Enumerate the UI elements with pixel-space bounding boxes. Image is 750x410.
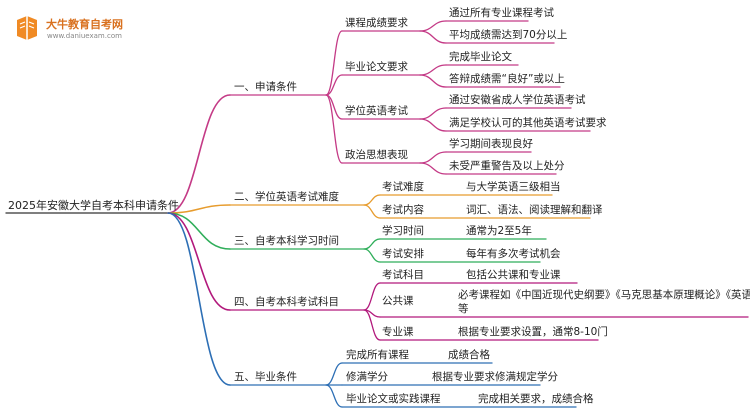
b4-sub-3: 专业课 [382, 326, 414, 338]
b1-sub-3-leaf-1: 通过安徽省成人学位英语考试 [449, 94, 586, 106]
b1-sub-1-leaf-2: 平均成绩需达到70分以上 [449, 29, 568, 41]
b1-sub-2-leaf-1-connector [419, 64, 447, 76]
b1-sub-3-leaf-1-connector [419, 107, 447, 120]
b4-sub-1-connector [363, 282, 381, 311]
b5-sub-3: 毕业论文或实践课程 [346, 393, 441, 405]
b3-sub-1: 学习时间 [382, 225, 424, 237]
b5-sub-3-connector [325, 384, 343, 408]
branch-4-connector [167, 212, 231, 311]
b2-sub-2-value: 词汇、语法、阅读理解和翻译 [466, 204, 603, 216]
b1-sub-4-leaf-2: 未受严重警告及以上处分 [449, 160, 565, 172]
b4-sub-2-value: 必考课程如《中国近现代史纲要》《马克思基本原理概论》《英语二》 [458, 289, 750, 301]
b3-sub-2: 考试安排 [382, 248, 424, 260]
b1-sub-4-leaf-1-connector [419, 151, 447, 164]
b4-sub-1-value: 包括公共课和专业课 [466, 269, 561, 281]
branch-4-label: 四、自考本科考试科目 [234, 296, 339, 308]
b4-sub-3-connector [363, 309, 381, 341]
b4-sub-3-value: 根据专业要求设置，通常8-10门 [458, 326, 608, 338]
branch-1-label: 一、申请条件 [234, 81, 297, 93]
brand-logo: 大牛教育自考网 www.daniuexam.com [6, 12, 156, 46]
b1-sub-1-leaf-2-connector [419, 30, 447, 44]
b1-sub-2-leaf-2: 答辩成绩需“良好”或以上 [449, 73, 565, 85]
b2-sub-2-connector [363, 204, 381, 219]
branch-3-label: 三、自考本科学习时间 [234, 235, 339, 247]
b1-sub-3-leaf-2: 满足学校认可的其他英语考试要求 [449, 117, 607, 129]
b2-sub-1: 考试难度 [382, 181, 424, 193]
b4-sub-2-value-cont: 等 [458, 303, 469, 315]
branch-2-connector [167, 204, 231, 214]
b3-sub-1-value: 通常为2至5年 [466, 225, 532, 237]
brand-name: 大牛教育自考网 [46, 18, 123, 31]
b1-sub-3-leaf-2-connector [419, 118, 447, 132]
branch-5-label: 五、毕业条件 [234, 371, 297, 383]
b1-sub-1: 课程成绩要求 [345, 17, 408, 29]
b5-sub-2-value: 根据专业要求修满规定学分 [432, 371, 558, 383]
b4-sub-1: 考试科目 [382, 269, 424, 281]
b1-sub-4-connector [325, 94, 343, 164]
branch-3-connector [167, 212, 231, 250]
b2-sub-1-value: 与大学英语三级相当 [466, 181, 561, 193]
b1-sub-3: 学位英语考试 [345, 105, 408, 117]
b1-sub-2: 毕业论文要求 [345, 61, 408, 73]
b4-sub-2: 公共课 [382, 295, 414, 307]
b1-sub-2-connector [325, 74, 343, 96]
b1-sub-2-leaf-1: 完成毕业论文 [449, 51, 512, 63]
b3-sub-1-connector [363, 238, 381, 250]
root-node: 2025年安徽大学自考本科申请条件 [8, 199, 179, 212]
brand-url: www.daniuexam.com [47, 32, 122, 40]
b5-sub-2: 修满学分 [346, 371, 388, 383]
b5-sub-1-value: 成绩合格 [448, 349, 490, 361]
b2-sub-2: 考试内容 [382, 204, 424, 216]
b1-sub-4-leaf-1: 学习期间表现良好 [449, 138, 533, 150]
b1-sub-4: 政治思想表现 [345, 149, 408, 161]
branch-5-connector [167, 212, 231, 386]
b5-sub-3-value: 完成相关要求，成绩合格 [478, 393, 594, 405]
b3-sub-2-connector [363, 248, 381, 263]
b5-sub-1: 完成所有课程 [346, 349, 409, 361]
b3-sub-2-value: 每年有多次考试机会 [466, 248, 561, 260]
book-logo-icon [17, 16, 37, 40]
b1-sub-1-connector [325, 30, 343, 96]
b1-sub-1-leaf-1-connector [419, 20, 447, 32]
b1-sub-4-leaf-2-connector [419, 162, 447, 175]
b1-sub-2-leaf-2-connector [419, 74, 447, 88]
branch-2-label: 二、学位英语考试难度 [234, 191, 339, 203]
b5-sub-1-connector [325, 362, 343, 386]
branch-1-connector [167, 94, 231, 214]
b1-sub-1-leaf-1: 通过所有专业课程考试 [449, 7, 554, 19]
b2-sub-1-connector [363, 194, 381, 206]
